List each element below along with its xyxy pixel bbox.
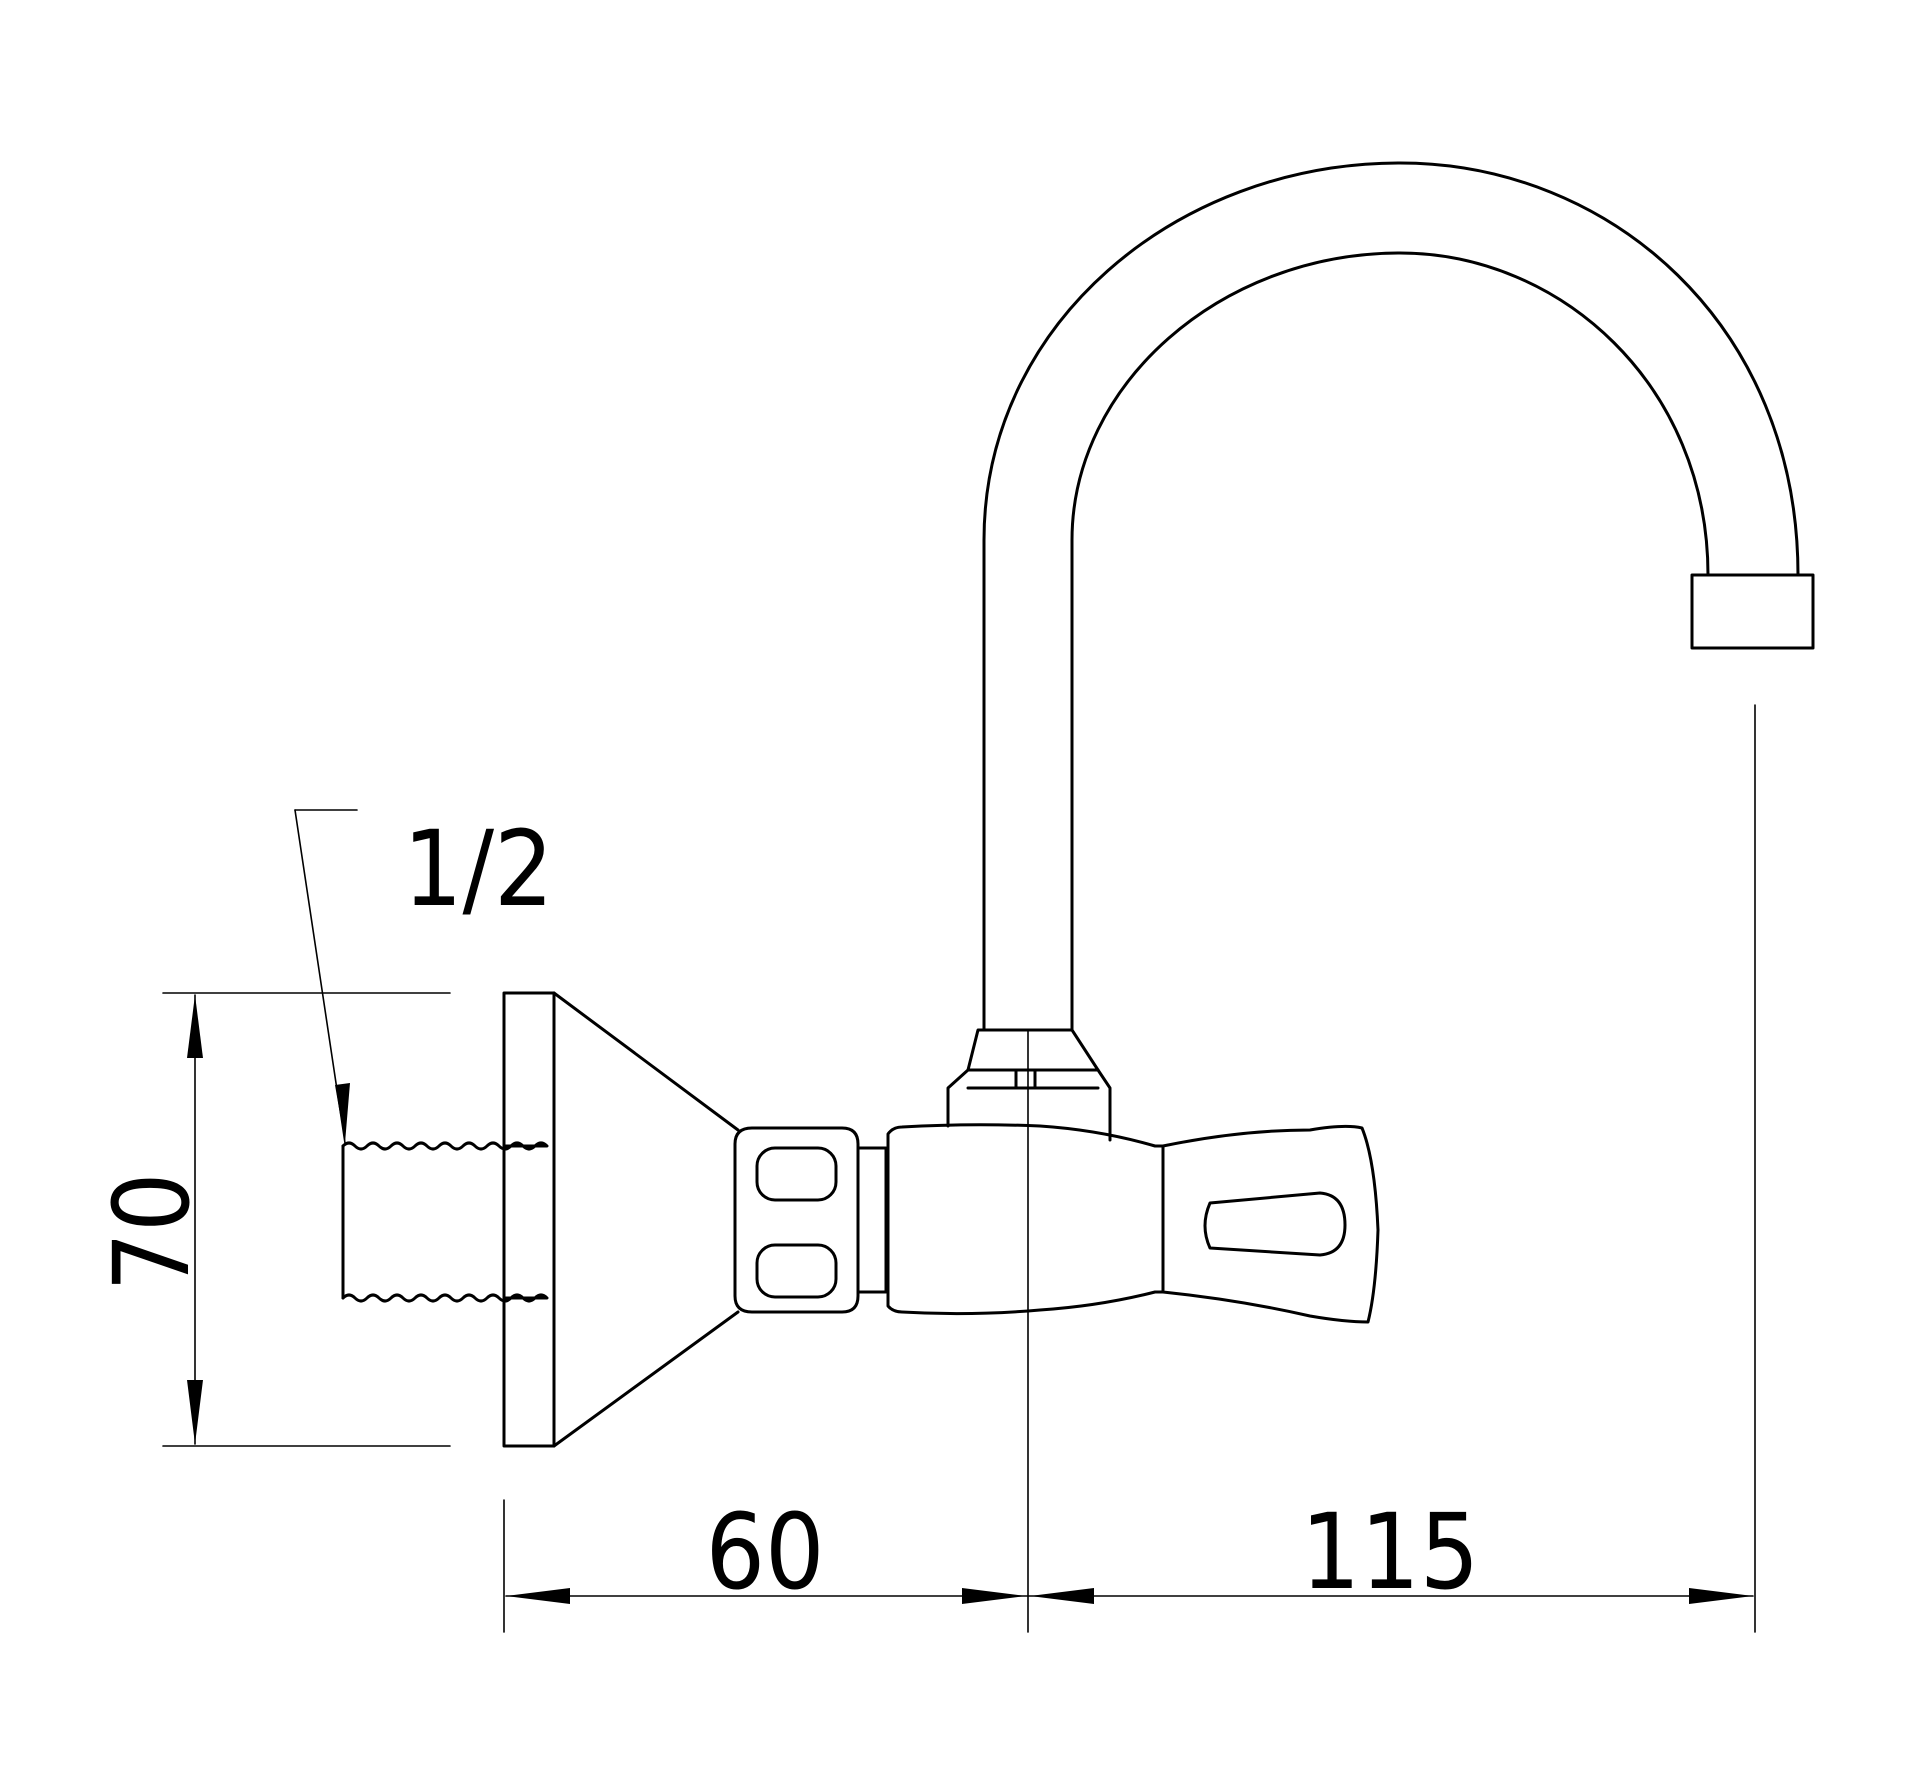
thread-callout-arrow [335,1083,350,1143]
spout-base-collar [946,1028,1112,1142]
gooseneck-spout [982,161,1815,1032]
dim115-arrow-right [1689,1588,1753,1604]
thread-callout: 1/2 [294,808,554,1144]
height-dim-label: 70 [91,1172,213,1291]
height-dimension: 70 [91,992,451,1447]
threaded-inlet-pipe [341,1141,549,1303]
dim60-arrow-left [506,1588,570,1604]
dim60-arrow-right [962,1588,1026,1604]
hex-nut [733,1126,860,1314]
horizontal-dimensions: 60 115 [503,704,1756,1633]
valve-handle [1161,1124,1380,1324]
height-dim-arrow-bottom [187,1380,203,1444]
height-dim-arrow-top [187,995,203,1058]
wall-flange [502,991,740,1448]
dim-60-label: 60 [705,1491,824,1613]
dim-115-label: 115 [1301,1491,1480,1613]
thread-size-label: 1/2 [403,808,554,930]
valve-body [856,1123,1165,1316]
dim115-arrow-left [1030,1588,1094,1604]
